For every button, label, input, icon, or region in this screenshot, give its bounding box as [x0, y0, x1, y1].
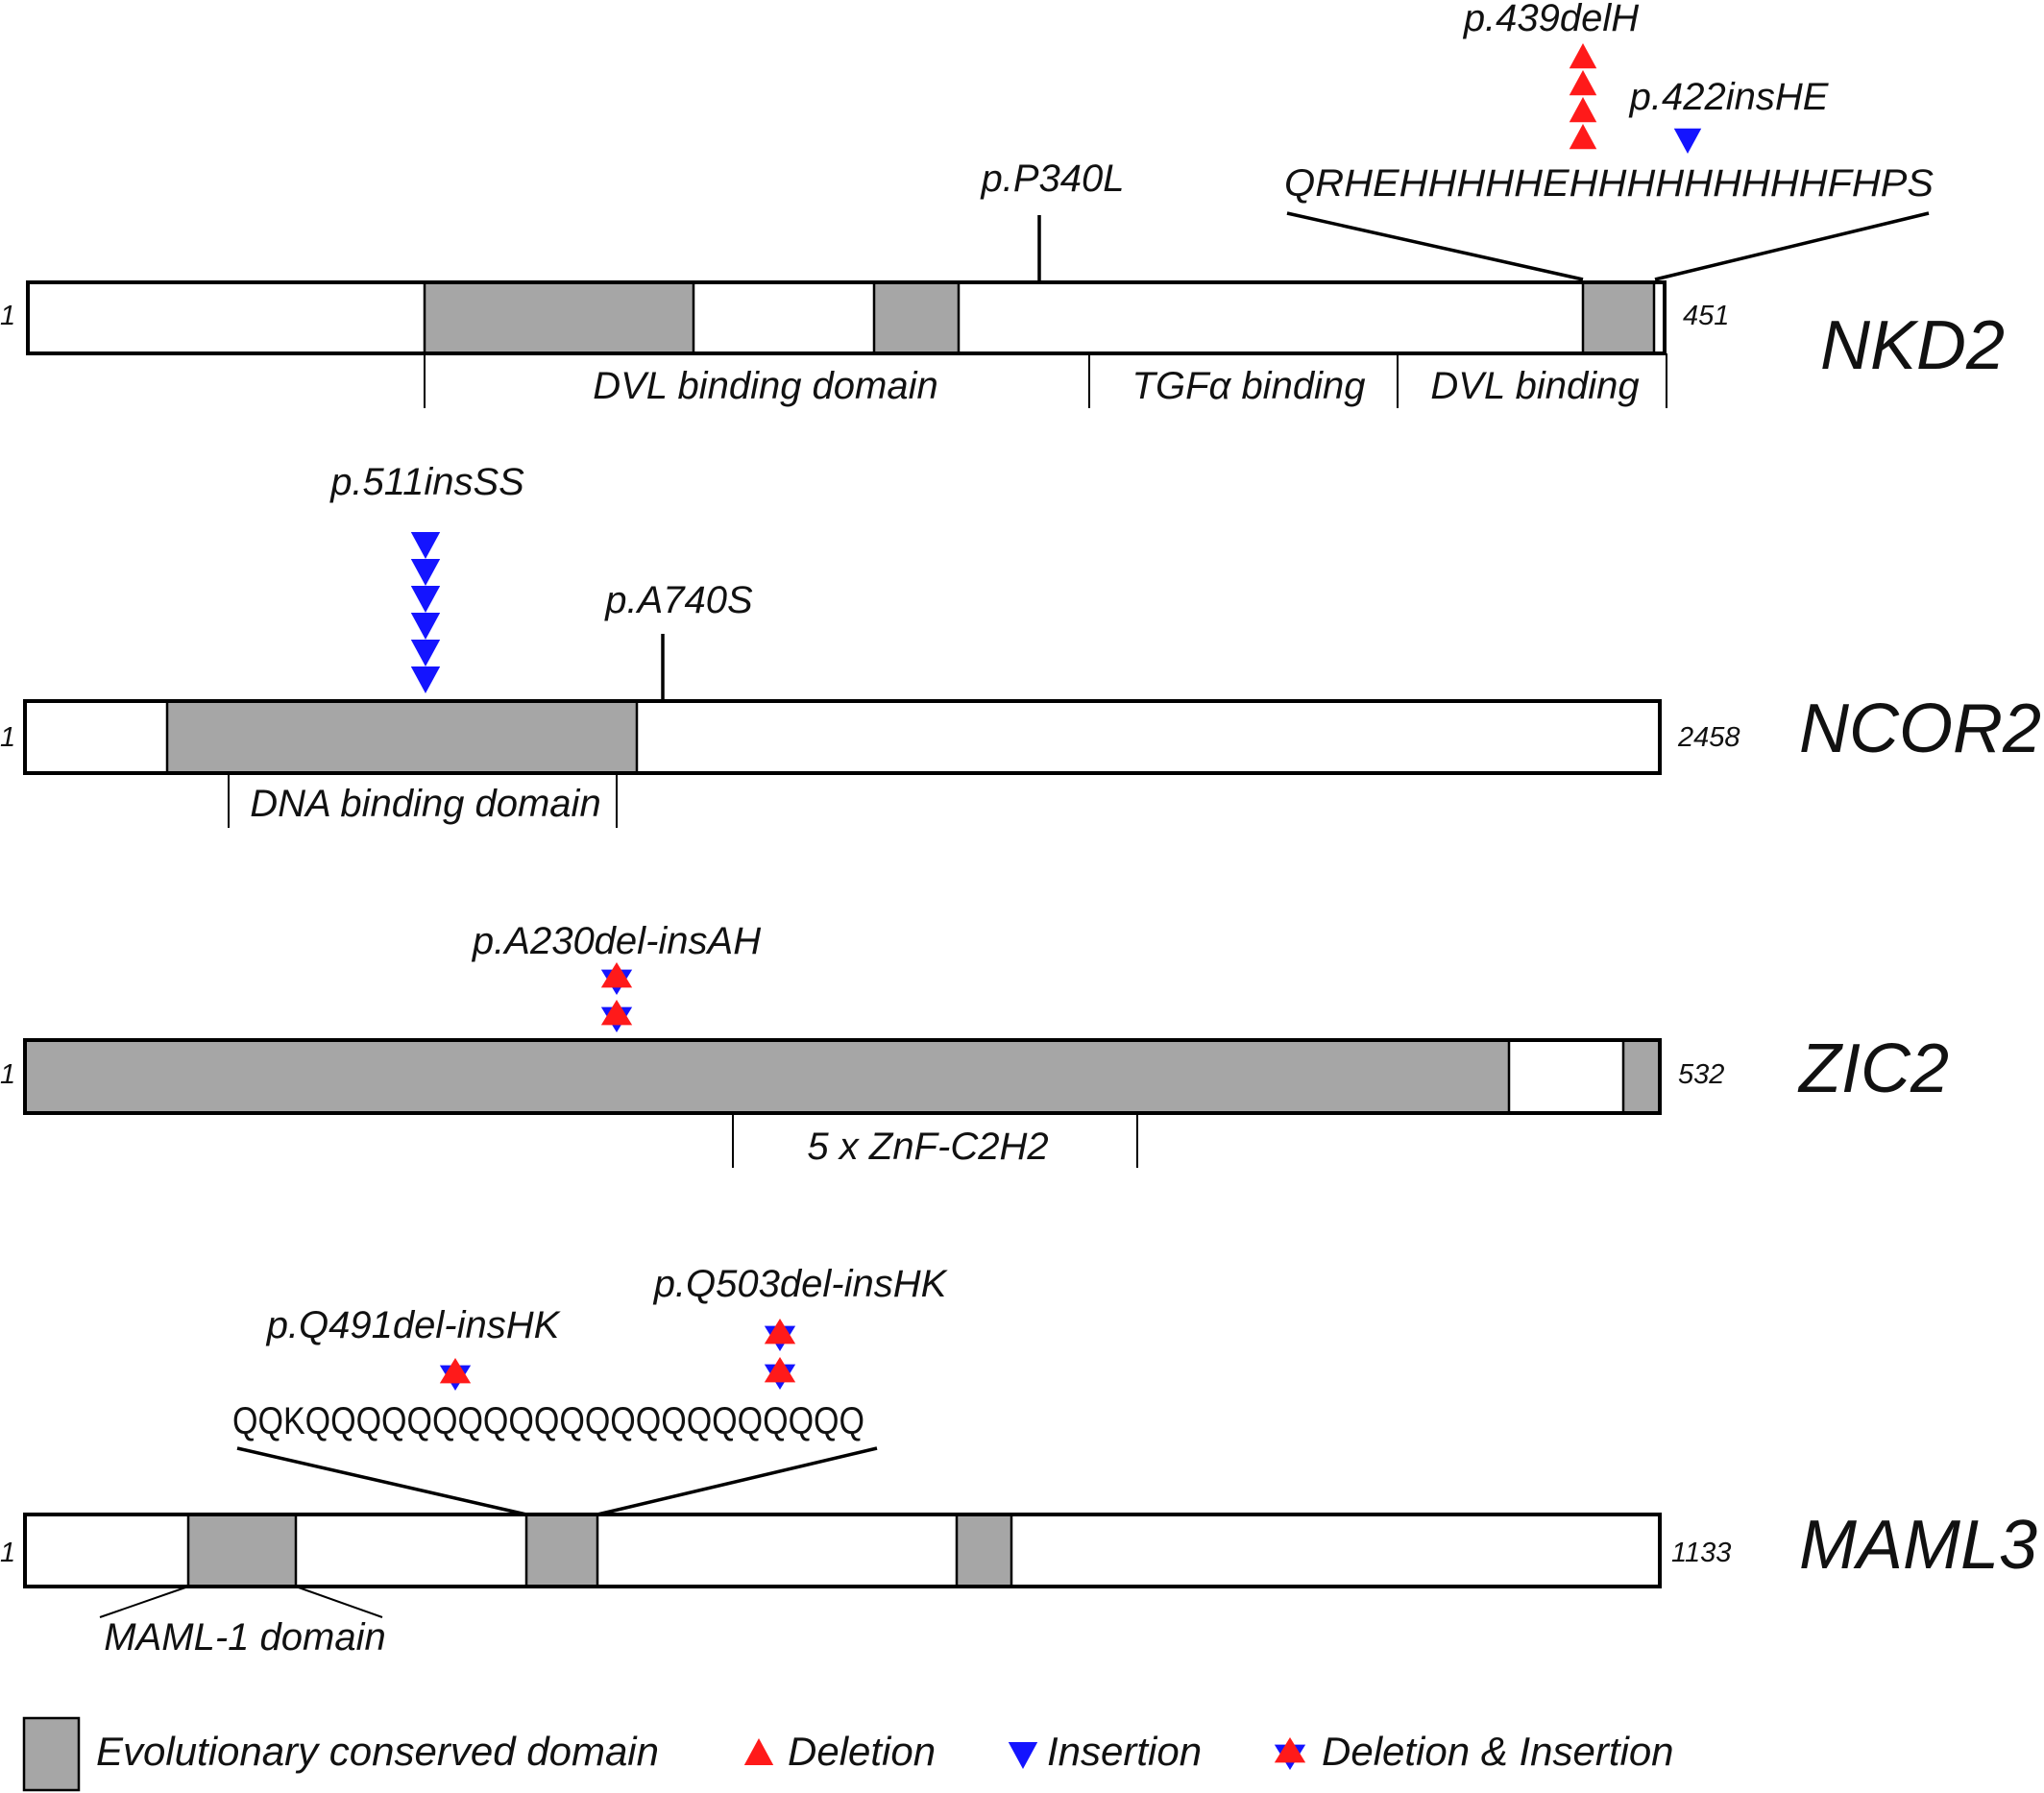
legend: Evolutionary conserved domain Deletion I…	[22, 1716, 1674, 1792]
del-ins-marker	[764, 1319, 796, 1345]
nkd2-start-position: 1	[0, 301, 15, 331]
maml3-end-position: 1133	[1671, 1538, 1731, 1568]
insertion-marker	[410, 559, 441, 586]
insertion-marker	[410, 613, 441, 640]
ncor2-start-position: 1	[0, 722, 15, 753]
nkd2-conserved-domain-2	[872, 280, 961, 355]
del-ins-marker	[600, 962, 633, 988]
zic2-gene-name: ZIC2	[1797, 1030, 1949, 1107]
legend-conserved-domain-swatch	[22, 1716, 81, 1792]
nkd2-tgfa-binding-label: TGFα binding	[1132, 365, 1366, 407]
ncor2-dna-binding-domain-label: DNA binding domain	[250, 783, 600, 825]
zic2-conserved-domain-1	[23, 1038, 1511, 1115]
deletion-marker	[1569, 70, 1597, 96]
ncor2-dna-binding-conserved-domain	[165, 699, 639, 775]
ncor2-gene-name: NCOR2	[1799, 691, 2041, 767]
nkd2-dvl-binding-label: DVL binding	[1430, 365, 1639, 407]
nkd2-zoom-line-left	[1286, 211, 1584, 281]
del-ins-marker	[1274, 1737, 1306, 1763]
legend-conserved-domain-label: Evolutionary conserved domain	[96, 1729, 659, 1774]
ncor2-mutation-p511insSS-label: p.511insSS	[329, 461, 524, 503]
nkd2-zoomed-sequence: QRHEHHHHHEHHHHHHHHHFHPS	[1284, 162, 1934, 205]
zic2-pA230delinsAH-del-ins-markers	[600, 962, 633, 1032]
ncor2-mutation-pA740S-label: p.A740S	[604, 579, 753, 621]
maml3-maml1-domain-label: MAML-1 domain	[104, 1616, 385, 1659]
ncor2-panel: p.511insSS p.A740S 1 2458 NCOR2 DNA bind…	[0, 461, 2041, 828]
maml3-panel: p.Q503del-insHK p.Q491del-insHK QQKQQQQQ…	[0, 1263, 2037, 1659]
nkd2-conserved-domain-1	[423, 280, 695, 355]
maml3-mutation-pQ491delinsHK-label: p.Q491del-insHK	[266, 1304, 562, 1346]
maml3-conserved-domain-3	[955, 1513, 1013, 1588]
nkd2-mutation-p340L-label: p.P340L	[980, 157, 1124, 200]
maml3-zoom-line-left	[236, 1446, 527, 1516]
maml3-zoom-line-right	[596, 1446, 878, 1516]
insertion-marker	[410, 586, 441, 613]
del-ins-marker	[764, 1357, 796, 1383]
deletion-marker	[1569, 43, 1597, 69]
insertion-marker	[1673, 128, 1702, 154]
zic2-mutation-pA230delinsAH-label: p.A230del-insAH	[472, 920, 761, 962]
nkd2-conserved-domain-3	[1581, 280, 1656, 355]
del-ins-marker	[600, 1000, 633, 1026]
insertion-marker	[410, 666, 441, 693]
legend-insertion-label: Insertion	[1047, 1729, 1202, 1774]
ncor2-p511insSS-insertion-markers	[410, 532, 441, 693]
legend-deletion-insertion-icon	[1274, 1737, 1306, 1770]
nkd2-mutation-p439delH-label: p.439delH	[1463, 0, 1639, 39]
legend-deletion-label: Deletion	[788, 1729, 936, 1774]
deletion-marker	[1569, 97, 1597, 123]
ncor2-end-position: 2458	[1677, 722, 1740, 753]
maml3-conserved-domain-2	[524, 1513, 599, 1588]
maml3-pQ503delinsHK-del-ins-markers	[764, 1319, 796, 1390]
nkd2-gene-name: NKD2	[1820, 307, 2005, 384]
nkd2-p439delH-deletion-markers	[1569, 43, 1597, 150]
nkd2-p422insHE-insertion-markers	[1673, 128, 1702, 154]
maml3-pQ491delinsHK-del-ins-markers	[439, 1358, 472, 1391]
nkd2-panel: p.439delH p.422insHE p.P340L QRHEHHHHHEH…	[0, 0, 2005, 408]
nkd2-end-position: 451	[1683, 301, 1729, 331]
insertion-marker	[410, 640, 441, 666]
zic2-end-position: 532	[1678, 1059, 1724, 1090]
deletion-marker	[743, 1738, 774, 1765]
insertion-marker	[1008, 1742, 1038, 1769]
nkd2-mutation-p422insHE-label: p.422insHE	[1629, 76, 1830, 118]
zic2-znf-c2h2-label: 5 x ZnF-C2H2	[807, 1126, 1048, 1168]
nkd2-dvl-binding-domain-label: DVL binding domain	[593, 365, 938, 407]
legend-insertion-icon	[1008, 1742, 1038, 1769]
maml3-mutation-pQ503delinsHK-label: p.Q503del-insHK	[653, 1263, 949, 1305]
maml3-zoomed-sequence: QQKQQQQQQQQQQQQQQQQQQQQQQ	[232, 1400, 864, 1442]
legend-deletion-icon	[743, 1738, 774, 1765]
nkd2-protein-bar	[26, 280, 1667, 355]
nkd2-zoom-line-right	[1654, 211, 1930, 281]
zic2-start-position: 1	[0, 1059, 15, 1090]
maml3-maml1-conserved-domain	[186, 1513, 298, 1588]
zic2-conserved-domain-2	[1621, 1038, 1662, 1115]
deletion-marker	[1569, 124, 1597, 150]
zic2-panel: p.A230del-insAH 1 532 ZIC2 5 x ZnF-C2H2	[0, 920, 1949, 1168]
del-ins-marker	[439, 1358, 472, 1384]
maml3-start-position: 1	[0, 1538, 15, 1568]
maml3-gene-name: MAML3	[1799, 1507, 2037, 1584]
insertion-marker	[410, 532, 441, 559]
legend-deletion-insertion-label: Deletion & Insertion	[1322, 1729, 1674, 1774]
